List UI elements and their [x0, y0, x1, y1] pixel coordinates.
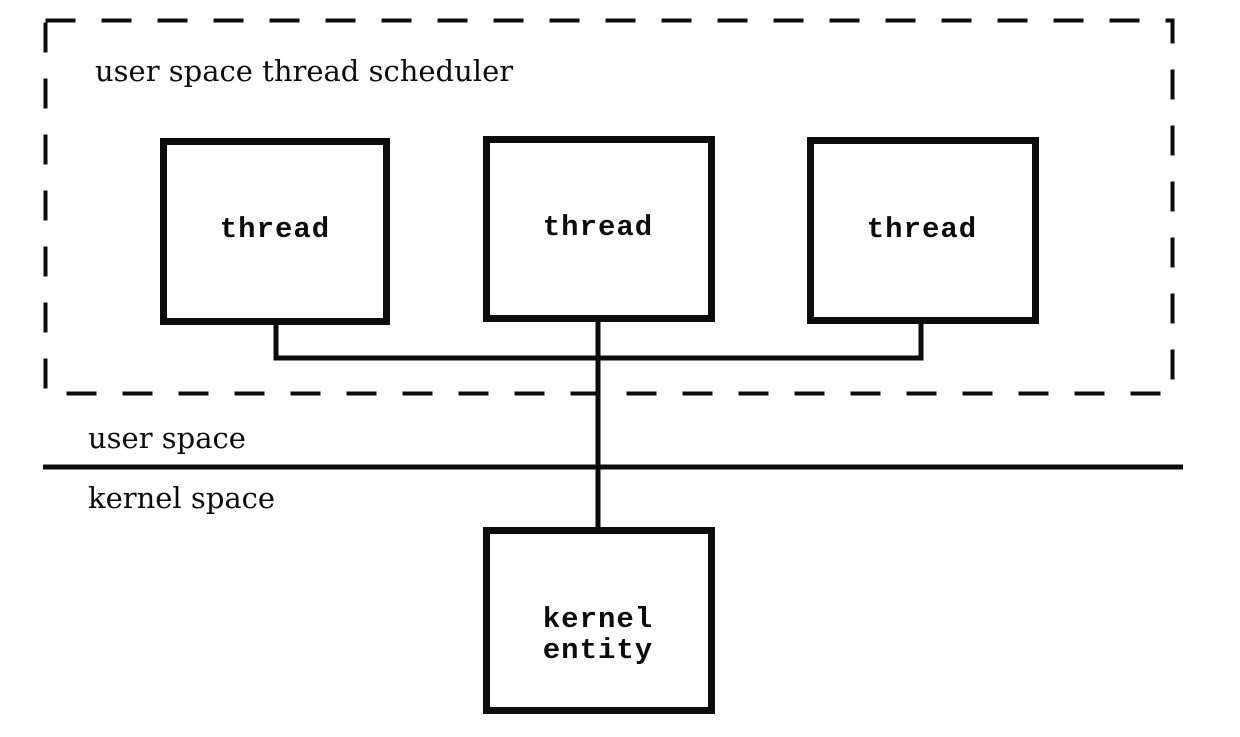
- kernel-entity-label-line2: entity: [543, 634, 653, 667]
- thread-node-1-label: thread: [220, 213, 330, 246]
- thread-node-1: [160, 138, 390, 325]
- user-space-label: user space: [88, 421, 246, 455]
- thread-node-2: [483, 136, 715, 322]
- scheduler-title: user space thread scheduler: [95, 54, 513, 88]
- thread-node-3-label: thread: [867, 213, 977, 246]
- kernel-space-label: kernel space: [88, 481, 275, 515]
- scheduler-dashed-boundary: [43, 18, 1175, 396]
- thread-node-3: [807, 137, 1039, 324]
- kernel-entity-label-line1: kernel: [543, 603, 653, 636]
- thread-node-2-label: thread: [543, 211, 653, 244]
- kernel-entity-node: [483, 527, 715, 714]
